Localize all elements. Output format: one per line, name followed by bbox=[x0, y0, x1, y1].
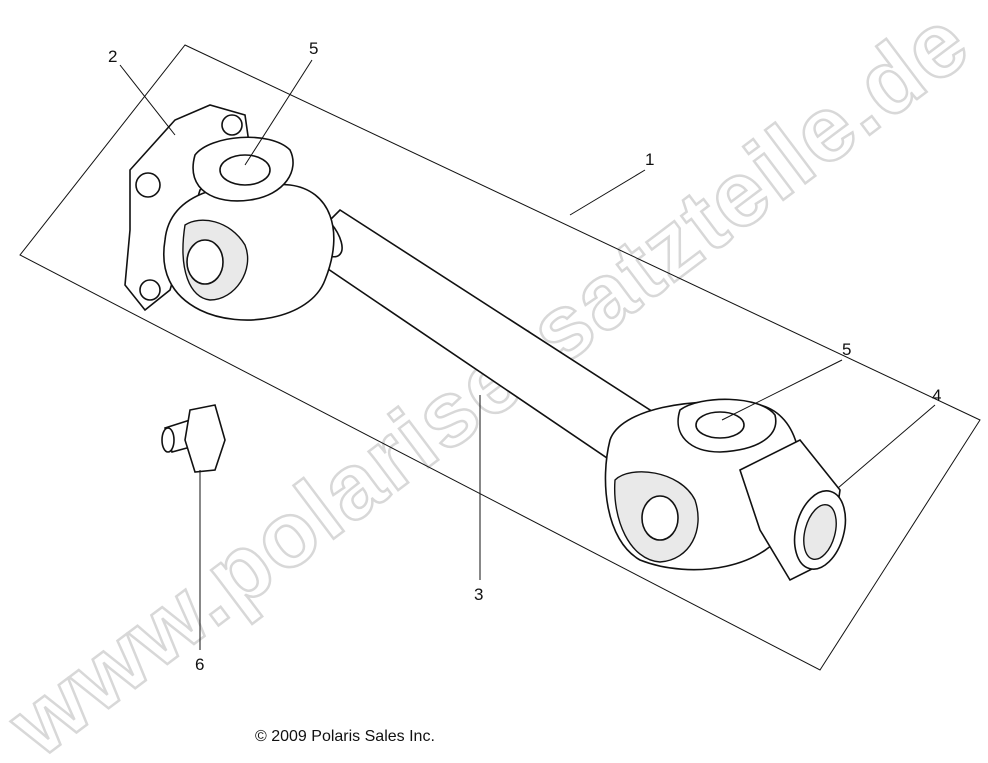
leader-4 bbox=[837, 404, 936, 489]
front-u-joint bbox=[124, 104, 335, 321]
callout-2: 2 bbox=[108, 47, 117, 66]
callout-6: 6 bbox=[195, 655, 204, 674]
callout-3: 3 bbox=[474, 585, 483, 604]
leader-1 bbox=[569, 169, 646, 216]
assembly-outline bbox=[19, 44, 981, 671]
rear-u-joint bbox=[604, 398, 847, 582]
callout-4: 4 bbox=[932, 386, 941, 405]
callout-5-front: 5 bbox=[309, 39, 318, 58]
callout-5-rear: 5 bbox=[842, 340, 851, 359]
bolt bbox=[161, 404, 226, 473]
leader-5b bbox=[721, 359, 843, 421]
copyright-notice: © 2009 Polaris Sales Inc. bbox=[255, 728, 435, 745]
callout-1: 1 bbox=[645, 150, 654, 169]
leader-5a bbox=[244, 59, 313, 166]
leader-2 bbox=[119, 64, 176, 136]
